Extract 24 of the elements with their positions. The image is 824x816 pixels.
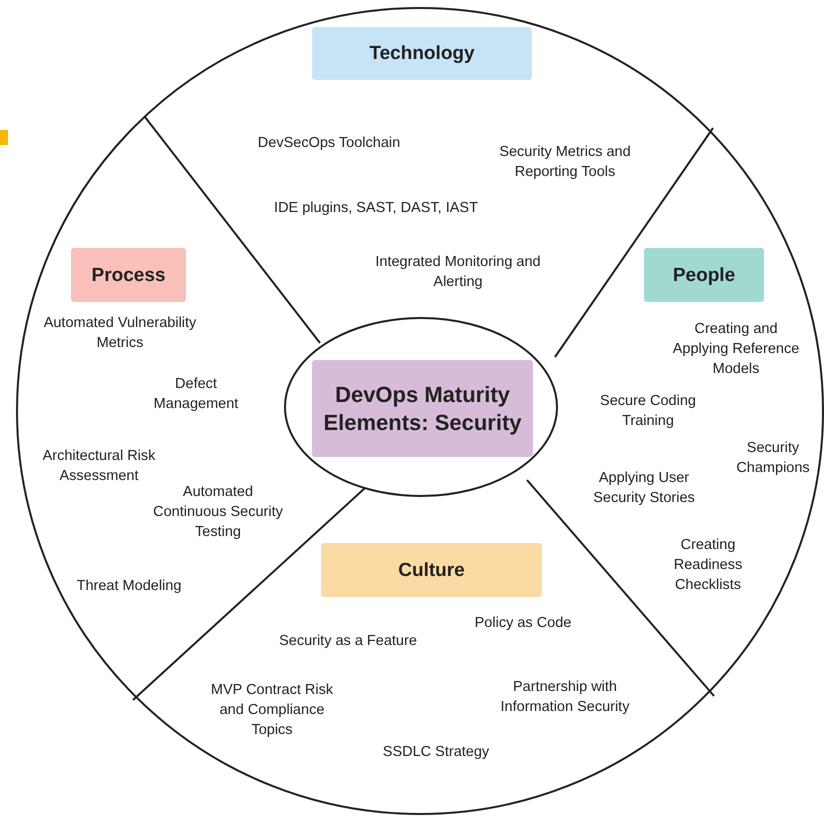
- element-label: Creating Readiness Checklists: [672, 536, 744, 595]
- element-label: Defect Management: [152, 375, 240, 414]
- element-label: Architectural Risk Assessment: [42, 447, 156, 486]
- category-box: People: [644, 248, 764, 302]
- element-label: Integrated Monitoring and Alerting: [374, 253, 542, 292]
- element-label: MVP Contract Risk and Compliance Topics: [210, 681, 334, 740]
- element-label: Security Champions: [735, 439, 811, 478]
- category-box: Culture: [321, 543, 542, 597]
- element-label: IDE plugins, SAST, DAST, IAST: [273, 199, 479, 218]
- element-label: Creating and Applying Reference Models: [672, 320, 800, 379]
- element-label: Applying User Security Stories: [592, 469, 696, 508]
- element-label: Partnership with Information Security: [500, 678, 630, 717]
- center-box: DevOps Maturity Elements: Security: [312, 360, 533, 457]
- element-label: Security as a Feature: [278, 632, 418, 651]
- element-label: DevSecOps Toolchain: [256, 134, 402, 153]
- element-label: SSDLC Strategy: [382, 743, 490, 762]
- category-box: Technology: [312, 27, 532, 80]
- element-label: Automated Vulnerability Metrics: [42, 314, 198, 353]
- category-box: Process: [71, 248, 186, 302]
- element-label: Threat Modeling: [76, 577, 182, 596]
- element-label: Security Metrics and Reporting Tools: [498, 143, 632, 182]
- element-label: Automated Continuous Security Testing: [153, 483, 283, 542]
- element-label: Policy as Code: [474, 614, 572, 633]
- element-label: Secure Coding Training: [599, 392, 697, 431]
